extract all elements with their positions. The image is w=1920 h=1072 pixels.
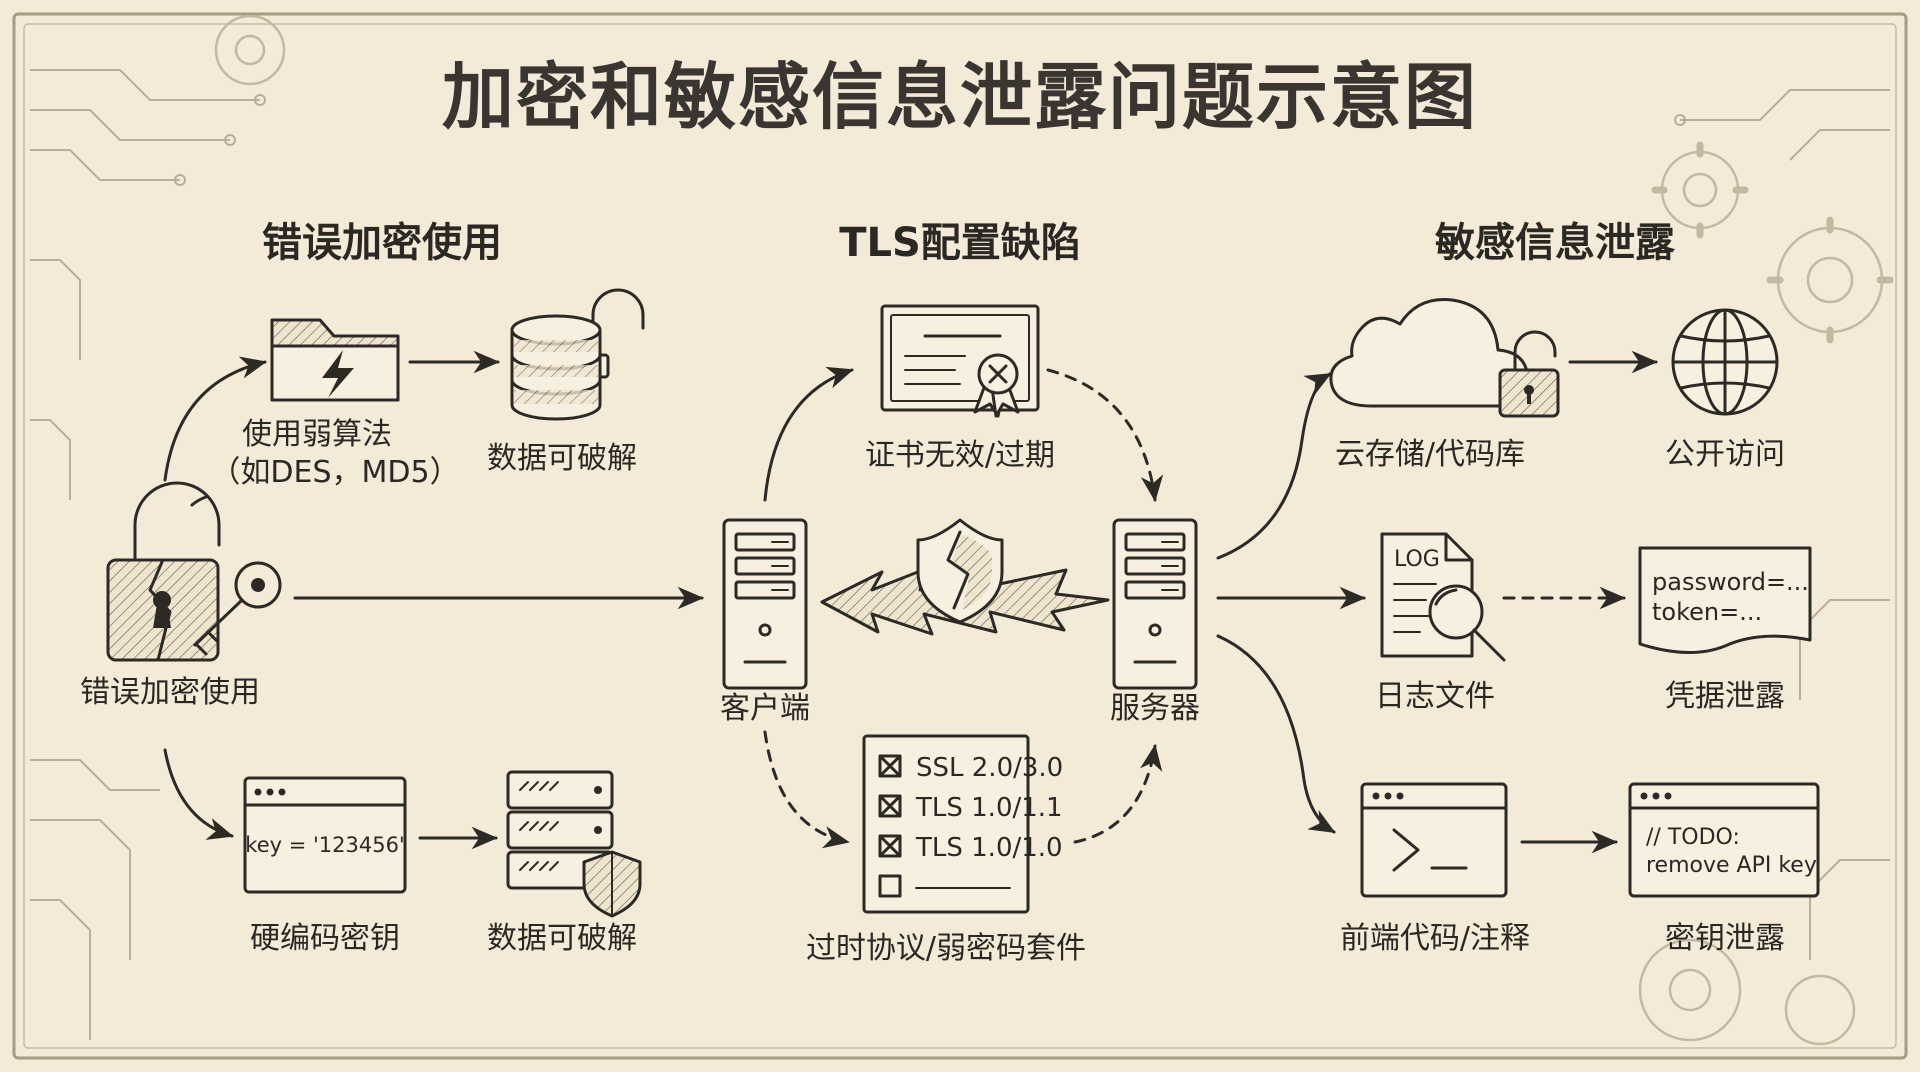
key-leak-label: 密钥泄露: [1665, 921, 1785, 956]
hardcoded-key-label: 硬编码密钥: [250, 921, 400, 956]
public-access-label: 公开访问: [1665, 437, 1785, 472]
protocol-item-2-text: TLS 1.0/1.1: [915, 793, 1063, 823]
section-heading-crypto: 错误加密使用: [262, 220, 502, 266]
background-decor: [12, 12, 1908, 1060]
log-file-magnifier-icon: LOG: [1380, 532, 1506, 662]
protocol-item-1: SSL 2.0/3.0: [878, 753, 1063, 783]
crackable-top-label: 数据可破解: [487, 441, 637, 476]
cred-line2: token=...: [1652, 598, 1762, 626]
arrow-client-to-protocol: [763, 730, 850, 849]
server-computer-icon: [1112, 518, 1198, 690]
arrow-client-to-cert: [763, 366, 854, 502]
log-badge-text: LOG: [1394, 547, 1440, 572]
arrow-protocol-to-server: [1073, 744, 1163, 844]
section-heading-tls: TLS配置缺陷: [839, 220, 1081, 266]
weak-algo-label-line2: （如DES，MD5）: [210, 455, 459, 490]
weak-algo-label-line1: 使用弱算法: [242, 417, 392, 452]
hardcoded-key-code: key = '123456': [245, 833, 404, 857]
client-computer-icon: [722, 518, 808, 690]
cred-line1: password=...: [1652, 568, 1809, 596]
todo-line1: // TODO:: [1646, 825, 1740, 850]
cert-invalid-label: 证书无效/过期: [865, 438, 1055, 473]
server-label: 服务器: [1110, 691, 1200, 726]
arrow-server-to-cloud: [1216, 372, 1332, 560]
folder-lightning-icon: [270, 318, 400, 402]
crackable-bottom-label: 数据可破解: [487, 921, 637, 956]
crypto-center-label: 错误加密使用: [80, 675, 260, 710]
broken-shield-icon: [916, 518, 1004, 624]
credential-leak-label: 凭据泄露: [1665, 679, 1785, 714]
arrow-server-to-frontend: [1216, 634, 1336, 834]
protocol-item-1-text: SSL 2.0/3.0: [916, 753, 1063, 783]
credential-note-icon: password=... token=...: [1638, 546, 1812, 654]
todo-comment-window: // TODO: remove API key: [1628, 782, 1820, 898]
log-file-label: 日志文件: [1375, 679, 1495, 714]
arrow-to-weak-algo: [163, 356, 267, 482]
invalid-certificate-icon: [880, 304, 1040, 418]
arrow-cert-to-server: [1046, 368, 1164, 502]
todo-line2: remove API key: [1646, 853, 1817, 878]
page-title: 加密和敏感信息泄露问题示意图: [442, 55, 1478, 139]
protocol-item-3-text: TLS 1.0/1.0: [915, 833, 1063, 863]
protocol-item-2: TLS 1.0/1.1: [878, 793, 1063, 823]
section-heading-leak: 敏感信息泄露: [1435, 220, 1676, 266]
protocol-item-3: TLS 1.0/1.0: [878, 833, 1063, 863]
client-label: 客户端: [720, 691, 810, 726]
broken-padlock-key-icon: [106, 481, 282, 662]
protocol-list-box: SSL 2.0/3.0 TLS 1.0/1.1 TLS 1.0/1.0: [862, 734, 1063, 914]
cloud-open-lock-icon: [1329, 298, 1560, 418]
database-open-lock-icon: [510, 288, 645, 421]
server-rack-shield-icon: [506, 770, 642, 918]
terminal-window-icon: [1360, 782, 1508, 898]
arrow-to-hardcoded-key: [163, 748, 234, 840]
frontend-code-label: 前端代码/注释: [1340, 921, 1530, 956]
cloud-storage-label: 云存储/代码库: [1335, 437, 1525, 472]
globe-icon: [1671, 308, 1779, 416]
protocol-empty-checkbox: [878, 874, 902, 898]
protocol-label: 过时协议/弱密码套件: [806, 931, 1086, 966]
hardcoded-key-window: key = '123456': [243, 776, 407, 894]
